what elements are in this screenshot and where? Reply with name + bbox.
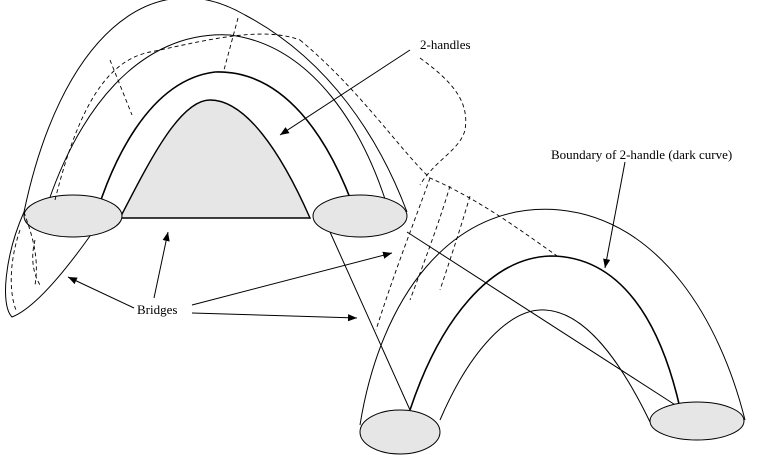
dashed-connect-left xyxy=(375,177,431,331)
label-2-handles: 2-handles xyxy=(420,37,471,52)
left-arch-right-foot xyxy=(312,194,408,238)
left-arch-shaded-handle xyxy=(118,99,312,219)
connect-line-outer xyxy=(406,231,681,409)
dashed-strut-2 xyxy=(223,17,239,71)
left-arch-dark-curve xyxy=(89,71,363,237)
dashed-connect-strut-2 xyxy=(439,195,471,291)
left-arch-left-foot xyxy=(23,194,123,238)
right-arch xyxy=(359,208,746,455)
dashed-strut-1 xyxy=(109,59,133,116)
right-arch-left-foot xyxy=(359,409,441,455)
label-bridges: Bridges xyxy=(137,302,177,317)
annotation-arrows xyxy=(67,49,626,322)
left-bridge-outline xyxy=(5,211,91,318)
dashed-handles-pointer xyxy=(419,57,467,186)
right-arch-dark-curve xyxy=(409,255,681,411)
arrow-to-shaded-handle xyxy=(279,49,411,136)
dashed-connect-top xyxy=(299,39,561,259)
left-arch-dashed-curves xyxy=(23,17,301,286)
arrow-bridges-to-upper-right xyxy=(191,251,393,306)
left-arch xyxy=(23,0,408,238)
dashed-strut-3 xyxy=(23,211,37,286)
left-arch-outer-outline xyxy=(23,0,408,213)
arrow-bridges-to-lower-right xyxy=(191,312,358,322)
arrow-bridges-to-left-loop xyxy=(67,276,135,309)
dashed-connect-strut-1 xyxy=(409,185,451,301)
left-bridge-dashed-mid xyxy=(32,239,41,286)
connect-line-inner xyxy=(329,231,411,411)
right-arch-right-foot xyxy=(649,401,745,441)
left-arch-outer-band xyxy=(41,34,393,223)
connecting-dashed-sheet xyxy=(299,39,561,331)
arrow-bridges-to-base xyxy=(153,231,170,299)
right-arch-outer-outline xyxy=(359,208,746,426)
left-bridge-dashed-inner xyxy=(10,229,21,311)
left-bridge xyxy=(5,211,91,318)
connecting-lines xyxy=(329,231,681,411)
right-arch-inner-outline xyxy=(439,309,651,423)
label-boundary: Boundary of 2-handle (dark curve) xyxy=(551,147,732,162)
arrow-to-dark-curve xyxy=(603,161,626,269)
dashed-top-curve xyxy=(54,33,301,201)
